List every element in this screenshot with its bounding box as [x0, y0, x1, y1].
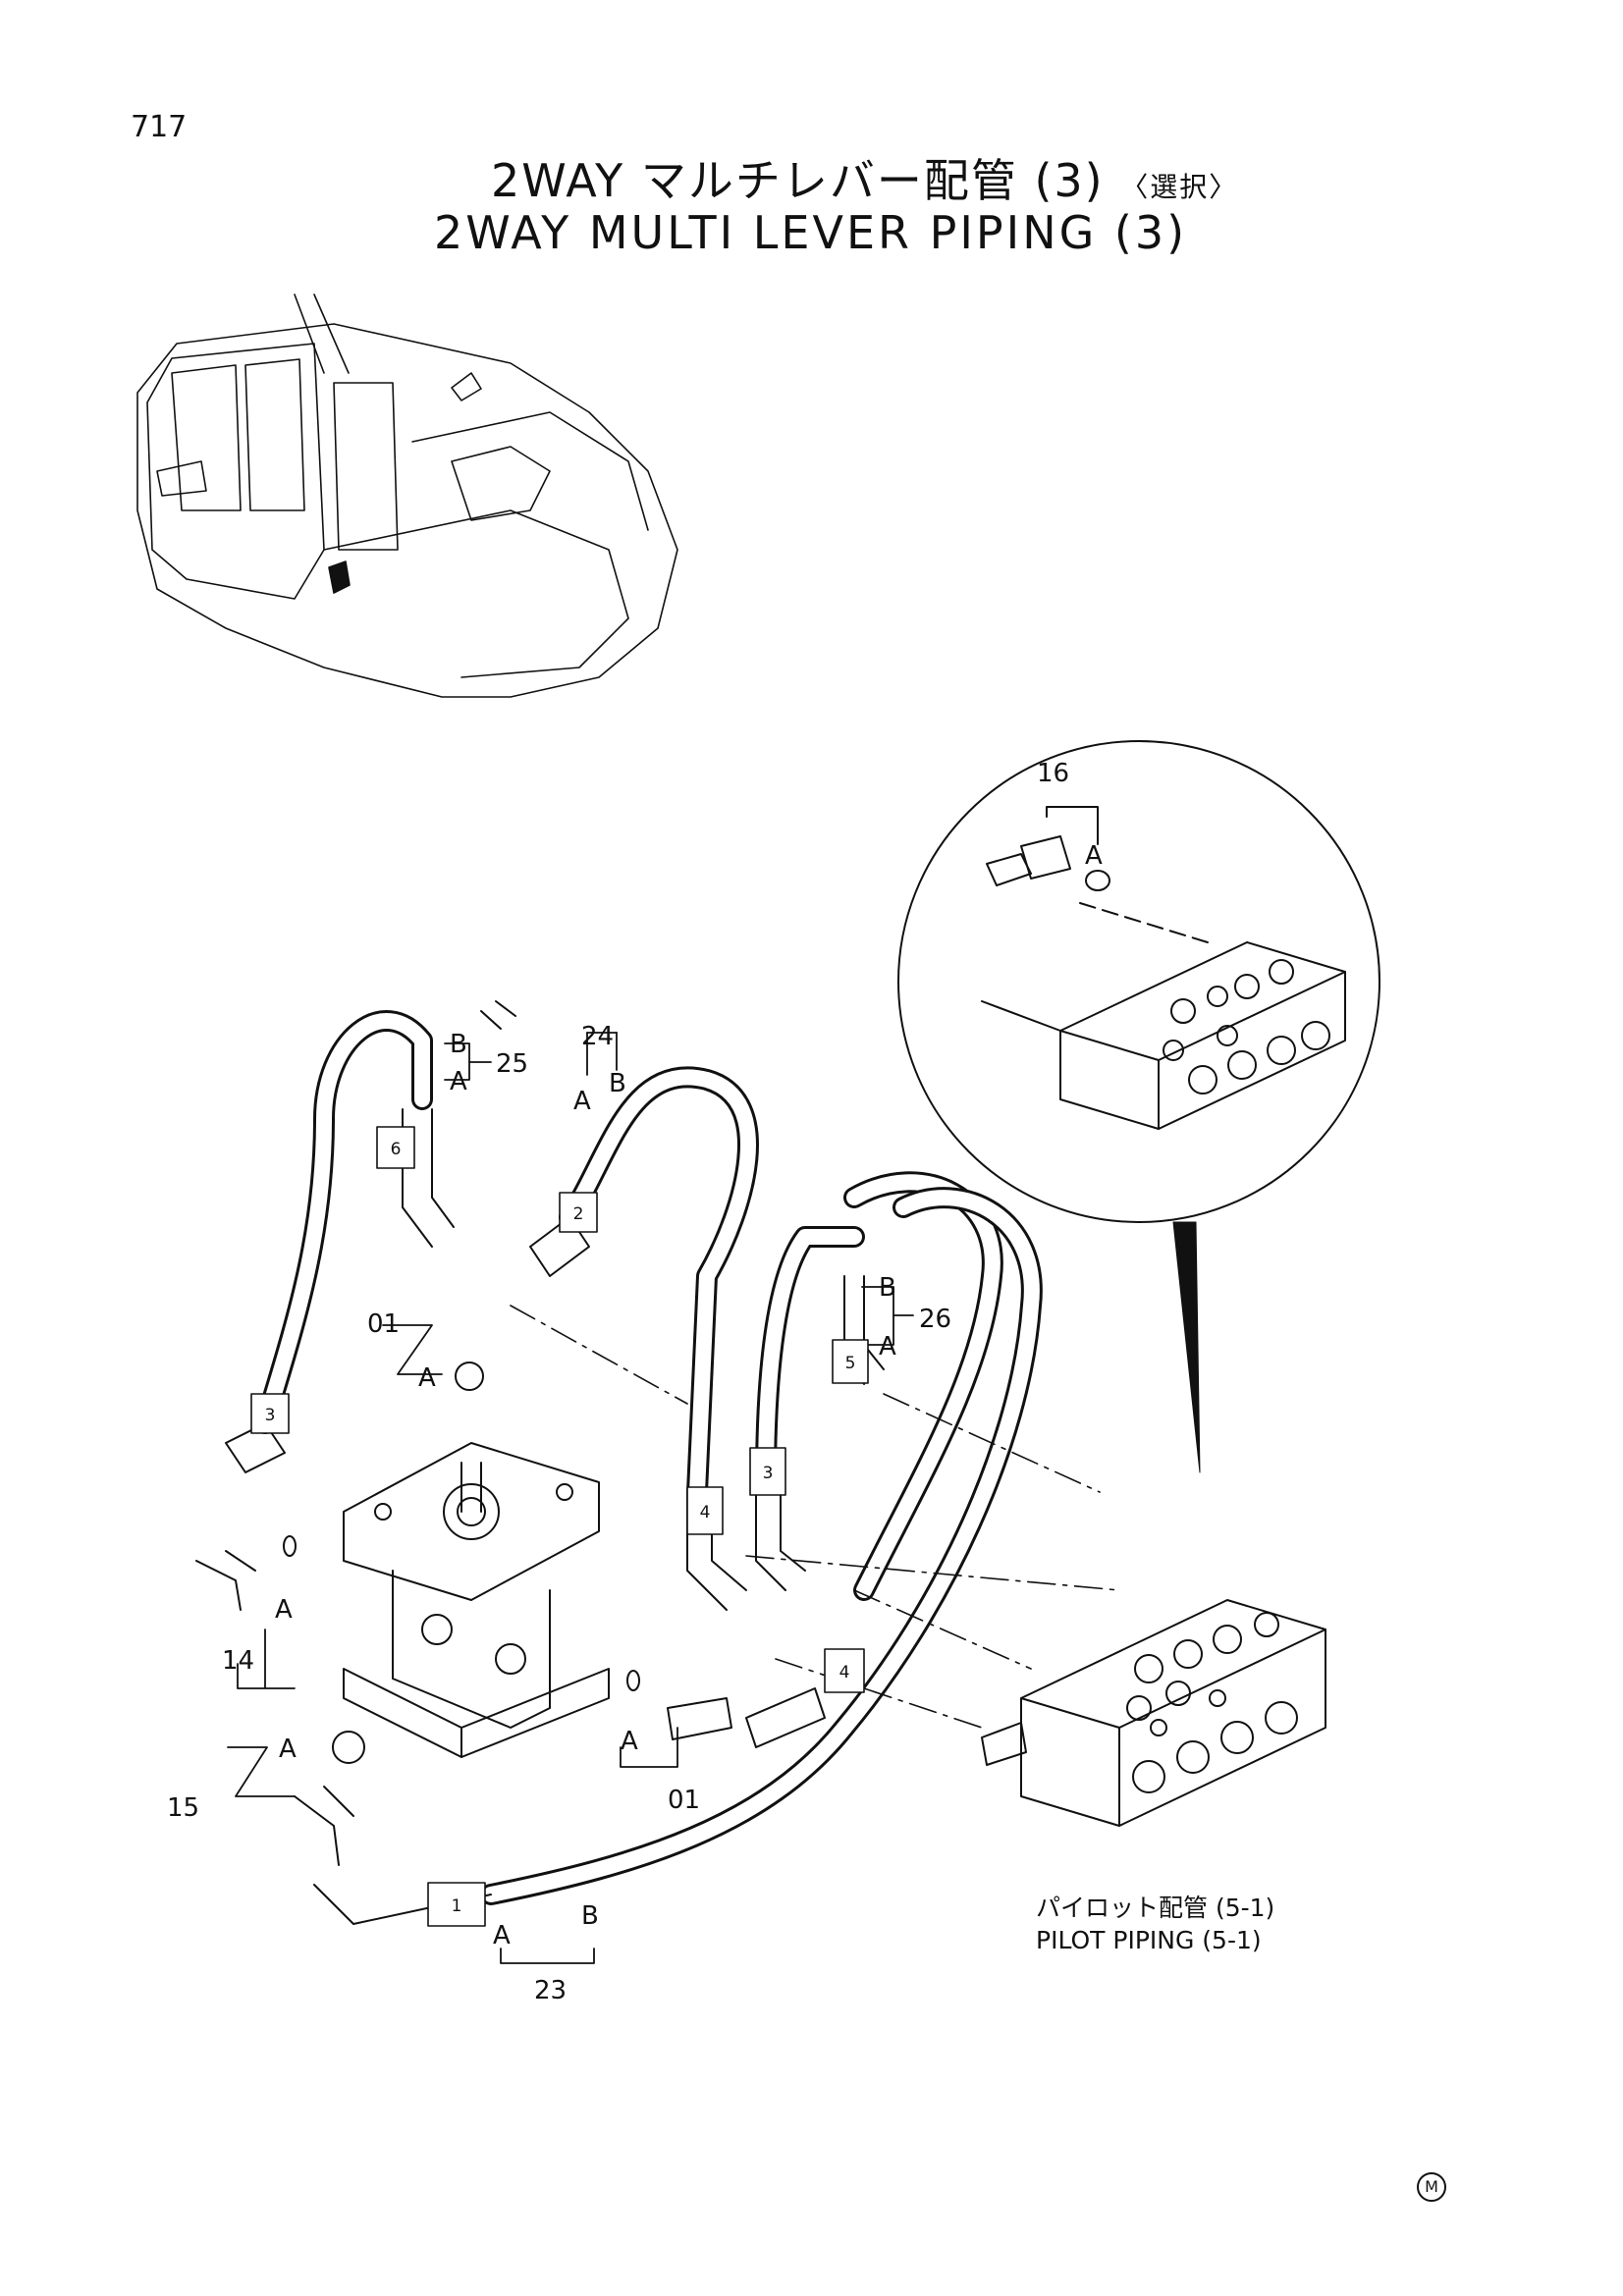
reference-label-english: PILOT PIPING (5-1): [1036, 1926, 1262, 1954]
callout-24-b: B: [609, 1069, 626, 1098]
hose-id-3b: 3: [763, 1464, 774, 1483]
pilot-base-unit: [343, 1442, 610, 1758]
hose-tag-4-box: [686, 1486, 724, 1535]
hose-id-2: 2: [573, 1204, 584, 1224]
callout-16: 16: [1037, 759, 1069, 788]
hose-id-3: 3: [265, 1406, 276, 1425]
hose-id-1: 1: [452, 1896, 462, 1916]
callout-24-a: A: [573, 1087, 591, 1116]
callout-01-top-a: A: [418, 1363, 436, 1393]
callout-01-bottom-a: A: [621, 1727, 638, 1756]
hose-tag-labels: 6 2 3 4 3 5 4 1: [265, 1140, 856, 1916]
callout-01-bottom: 01: [668, 1786, 700, 1815]
page-title-japanese: 2WAY マルチレバー配管 (3) 〈選択〉: [491, 145, 1238, 210]
hose-id-4: 4: [700, 1503, 711, 1522]
callout-26-b: B: [879, 1273, 896, 1303]
page-title-english: 2WAY MULTI LEVER PIPING (3): [434, 206, 1188, 259]
callout-26: 26: [919, 1305, 951, 1334]
hose-tag-4b-box: [824, 1648, 865, 1693]
armored-hoses: [254, 1010, 1043, 1905]
detail-magnifier-circle: [897, 740, 1380, 1223]
callout-23-a: A: [493, 1921, 511, 1950]
hose-tag-2-box: [559, 1192, 598, 1233]
hose-tag-3-box: [250, 1393, 290, 1434]
reference-label-japanese: パイロット配管 (5-1): [1036, 1894, 1275, 1922]
callout-01-top: 01: [367, 1309, 400, 1339]
callout-14: 14: [222, 1646, 254, 1676]
detail-pointer: [1172, 1221, 1201, 1473]
callout-25: 25: [496, 1049, 528, 1079]
title-jp-suffix: 〈選択〉: [1120, 171, 1239, 203]
title-jp-main: 2WAY マルチレバー配管 (3): [491, 154, 1105, 207]
callout-14-a: A: [275, 1595, 293, 1625]
callout-23: 23: [534, 1976, 567, 2005]
callout-16-a: A: [1085, 841, 1103, 871]
callout-23-b: B: [581, 1901, 599, 1931]
callout-25-a: A: [450, 1067, 467, 1096]
hose-tag-5-box: [832, 1339, 869, 1384]
callout-15-a: A: [279, 1735, 297, 1764]
leader-brackets: [227, 1032, 914, 1964]
hose-id-4b: 4: [839, 1663, 850, 1682]
hose-id-5: 5: [845, 1354, 856, 1373]
hose-tags: [250, 1126, 869, 1927]
callout-26-a: A: [879, 1332, 896, 1362]
hose-tag-6-box: [376, 1126, 415, 1169]
hose-tag-3b-box: [749, 1447, 786, 1496]
callout-15: 15: [167, 1793, 199, 1823]
pilot-valve-block: [981, 1599, 1326, 1827]
part-callouts: 16 A B A 25 24 B A B A 26 01 A A 14 A 15…: [167, 759, 1103, 2005]
centerlines: [510, 1305, 1120, 1729]
hose-id-6: 6: [391, 1140, 402, 1159]
hose-tag-1-box: [427, 1882, 486, 1927]
manufacturer-mark-icon: M: [1417, 2172, 1446, 2202]
callout-24: 24: [581, 1022, 614, 1051]
page-number: 717: [131, 110, 188, 144]
callout-25-b: B: [450, 1030, 467, 1059]
excavator-overview-illustration: [136, 294, 678, 698]
